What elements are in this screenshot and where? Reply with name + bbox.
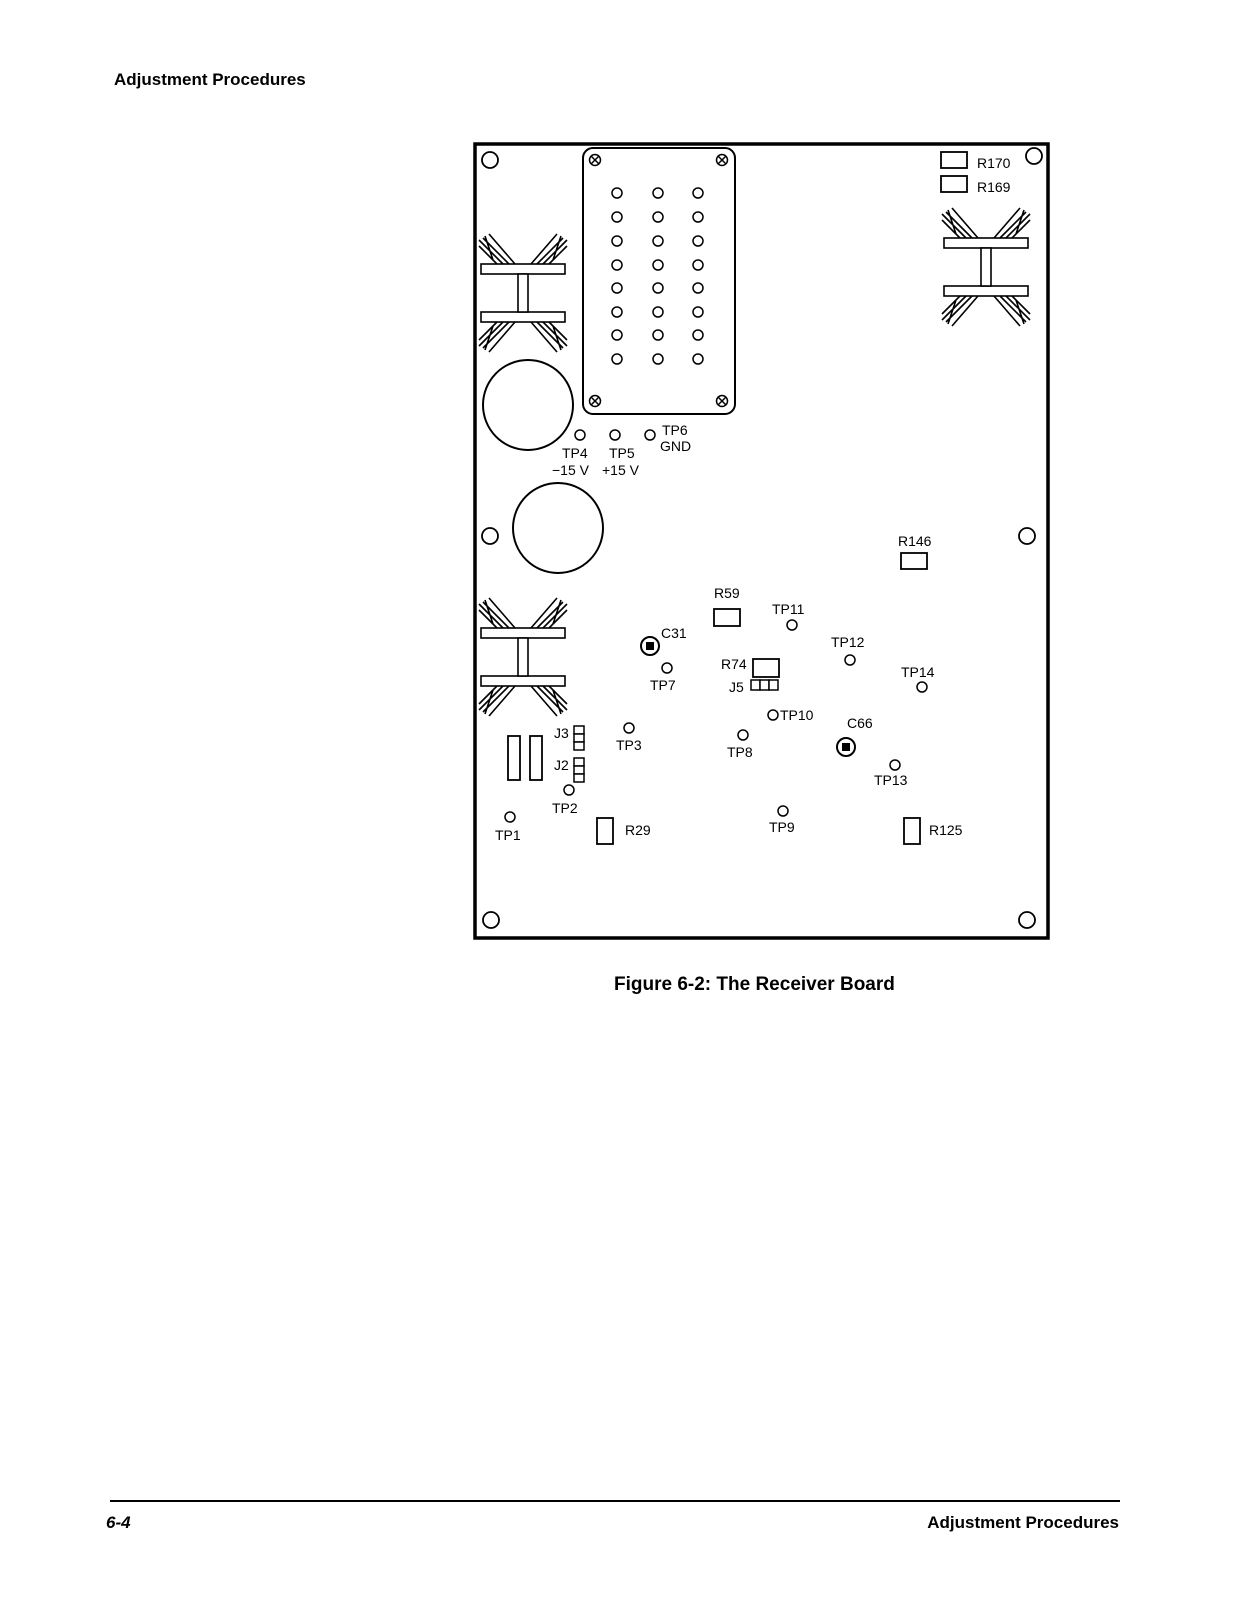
mounting-hole <box>1025 147 1043 165</box>
label-minus-15v: −15 V <box>552 462 590 478</box>
label-tp9: TP9 <box>769 819 795 835</box>
label-r169: R169 <box>977 179 1011 195</box>
mounting-hole <box>1018 527 1036 545</box>
label-c31: C31 <box>661 625 687 641</box>
label-j3: J3 <box>554 725 569 741</box>
test-point-tp10 <box>767 709 779 721</box>
mounting-hole <box>482 911 500 929</box>
mounting-holes <box>481 147 1043 929</box>
label-r170: R170 <box>977 155 1011 171</box>
label-tp8: TP8 <box>727 744 753 760</box>
label-gnd: GND <box>660 438 691 454</box>
receiver-board-diagram: R170 R169 TP6 GND TP4 TP5 −15 V +15 V R1… <box>473 142 1050 940</box>
label-tp4: TP4 <box>562 445 588 461</box>
test-point-tp5 <box>609 429 621 441</box>
component-block <box>507 735 521 781</box>
footer-page-number: 6-4 <box>106 1513 131 1532</box>
mounting-hole <box>481 527 499 545</box>
label-r74: R74 <box>721 656 747 672</box>
resistor-r74 <box>752 658 780 678</box>
resistor-r29 <box>596 817 614 845</box>
connector-pins <box>611 187 704 365</box>
label-tp14: TP14 <box>901 664 935 680</box>
test-point-tp14 <box>916 681 928 693</box>
test-point-tp2 <box>563 784 575 796</box>
label-tp5: TP5 <box>609 445 635 461</box>
test-point-tp9 <box>777 805 789 817</box>
page-header-title: Adjustment Procedures <box>114 70 306 89</box>
capacitor-c66 <box>836 737 856 757</box>
resistor-r146 <box>900 552 928 570</box>
receiver-board-figure: R170 R169 TP6 GND TP4 TP5 −15 V +15 V R1… <box>470 138 1070 948</box>
test-point-tp8 <box>737 729 749 741</box>
mounting-hole <box>481 151 499 169</box>
resistor-r125 <box>903 817 921 845</box>
component-block <box>529 735 543 781</box>
label-tp2: TP2 <box>552 800 578 816</box>
capacitor-c31 <box>640 636 660 656</box>
large-component <box>482 359 574 451</box>
label-tp10: TP10 <box>780 707 814 723</box>
label-tp3: TP3 <box>616 737 642 753</box>
test-point-tp6 <box>644 429 656 441</box>
large-component <box>512 482 604 574</box>
test-point-tp12 <box>844 654 856 666</box>
test-point-tp11 <box>786 619 798 631</box>
resistor-r169 <box>940 175 968 193</box>
label-r29: R29 <box>625 822 651 838</box>
label-r146: R146 <box>898 533 932 549</box>
connector-screws <box>588 153 729 408</box>
label-tp6: TP6 <box>662 422 688 438</box>
footer-divider <box>110 1500 1120 1502</box>
label-tp11: TP11 <box>772 601 805 617</box>
label-tp7: TP7 <box>650 677 676 693</box>
test-point-tp3 <box>623 722 635 734</box>
label-j5: J5 <box>729 679 744 695</box>
resistor-r170 <box>940 151 968 169</box>
test-point-tp4 <box>574 429 586 441</box>
figure-caption: Figure 6-2: The Receiver Board <box>614 974 895 995</box>
label-j2: J2 <box>554 757 569 773</box>
test-point-tp1 <box>504 811 516 823</box>
label-tp12: TP12 <box>831 634 865 650</box>
label-tp13: TP13 <box>874 772 908 788</box>
main-connector <box>582 147 736 415</box>
label-tp1: TP1 <box>495 827 521 843</box>
test-point-tp7 <box>661 662 673 674</box>
label-r59: R59 <box>714 585 740 601</box>
test-point-tp13 <box>889 759 901 771</box>
label-c66: C66 <box>847 715 873 731</box>
footer-section-title: Adjustment Procedures <box>927 1513 1119 1532</box>
mounting-hole <box>1018 911 1036 929</box>
resistor-r59 <box>713 608 741 627</box>
label-plus-15v: +15 V <box>602 462 640 478</box>
jumpers <box>573 679 779 783</box>
label-r125: R125 <box>929 822 963 838</box>
